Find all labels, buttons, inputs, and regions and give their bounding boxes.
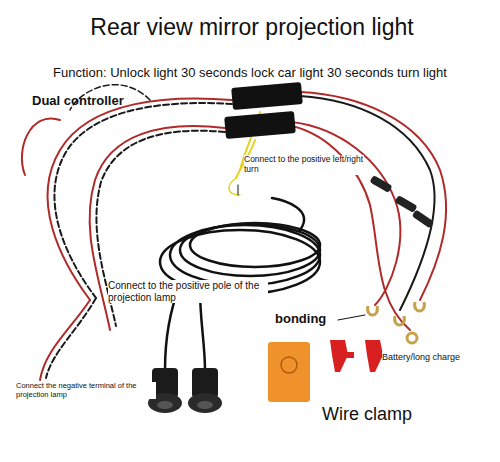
wire-note: Connect to the positive left/right turn [244, 155, 364, 175]
logo-film [268, 342, 310, 402]
function-note: Function: Unlock light 30 seconds lock c… [10, 66, 490, 81]
part-label: Battery/long charge [382, 352, 492, 362]
dual-controller [224, 82, 303, 139]
title: Rear view mirror projection light [2, 14, 500, 40]
projection-lamp [148, 368, 222, 413]
wires [22, 85, 446, 380]
wire-clamp [330, 340, 389, 372]
part-label: bonding [275, 312, 345, 327]
wire-note: Connect the negative terminal of the pro… [16, 382, 156, 399]
part-label: Dual controller [32, 94, 152, 109]
part-label: Wire clamp [322, 404, 462, 425]
fork-terminals [368, 302, 425, 343]
wire-note: Connect to the positive pole of the proj… [108, 280, 268, 303]
